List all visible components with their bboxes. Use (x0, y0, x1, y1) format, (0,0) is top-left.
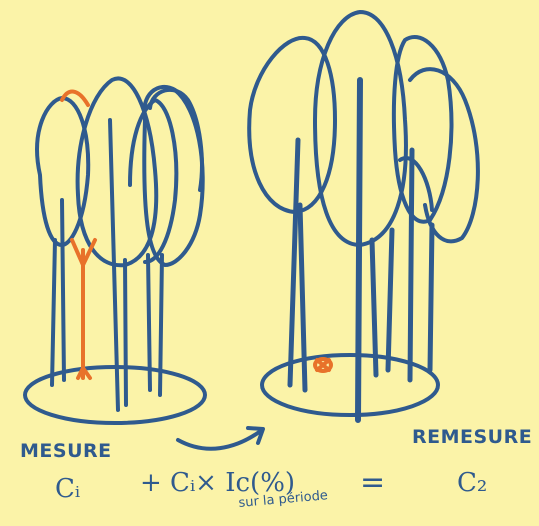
right-trunk (358, 80, 360, 420)
stump-mark-cross (317, 360, 329, 370)
c-2-value: C₂ (457, 470, 487, 496)
left-trunk (125, 260, 126, 405)
left-trunk (62, 200, 64, 380)
left-trunk (160, 255, 162, 395)
mesure-label: MESURE (20, 442, 112, 461)
remesure-label: REMESURE (412, 428, 532, 447)
right-trunk (430, 225, 432, 370)
left-tree-crown (130, 100, 176, 262)
right-trunk (410, 150, 412, 380)
left-trunk (148, 255, 150, 390)
right-tree-crown (410, 69, 478, 241)
c-i-value: Cᵢ (55, 476, 80, 502)
right-trunk (300, 205, 305, 390)
right-trunk (388, 230, 392, 370)
right-trunk (290, 140, 298, 385)
equals-sign: = (360, 468, 385, 498)
arrow-curve (178, 430, 262, 449)
left-trunk (52, 240, 55, 385)
